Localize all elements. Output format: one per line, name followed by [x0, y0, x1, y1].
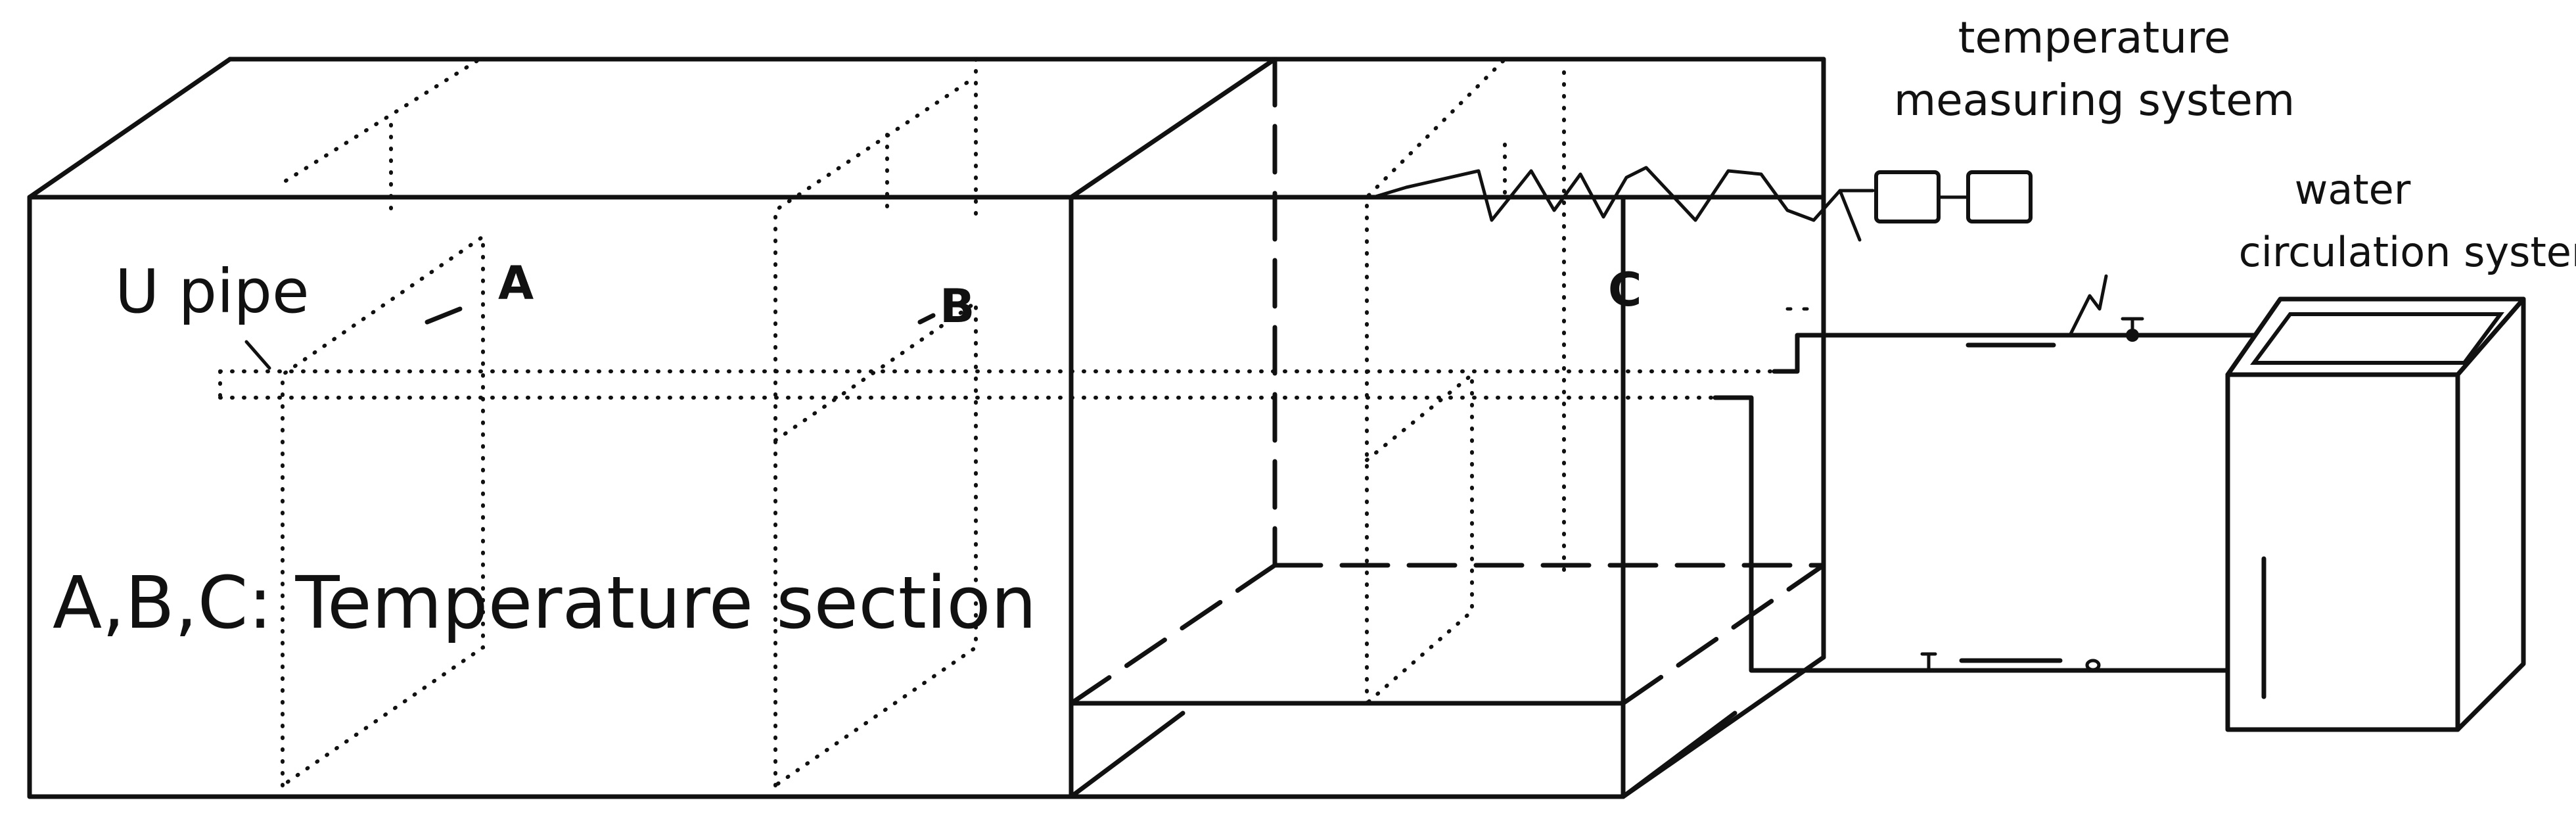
section-c-label: C	[1608, 263, 1642, 317]
thermometer-probe-icon	[2068, 274, 2108, 337]
legend-text: A,B,C: Temperature section	[53, 561, 1036, 645]
thermocouple-wire	[1371, 166, 1816, 222]
soil-box-outline	[27, 57, 1826, 799]
section-b-plane	[773, 57, 978, 787]
temperature-measuring-system	[1874, 170, 2033, 223]
water-tank	[2225, 296, 2526, 732]
section-a-pointer	[425, 306, 463, 325]
base-plate-left-edge	[1069, 711, 1185, 799]
return-valve-icon	[2085, 659, 2101, 672]
water-system-label-line2: circulation system	[2239, 228, 2576, 276]
data-logger-box-1	[1874, 170, 1941, 223]
section-b-label: B	[940, 279, 975, 333]
section-b-pointer	[917, 313, 936, 325]
right-compartment	[1069, 57, 1826, 799]
base-plate-right-edge	[1621, 711, 1737, 799]
section-a-plane	[281, 57, 485, 787]
compartment-floor-left-edge	[1069, 563, 1277, 706]
box-front-bottom-edge	[27, 195, 1826, 799]
box-divider-top-edge	[1069, 57, 1277, 200]
u-pipe-label: U pipe	[115, 256, 310, 327]
compartment-floor-right-edge	[1621, 563, 1826, 706]
section-c-outline-right	[1365, 370, 1474, 705]
section-a-outline	[281, 233, 485, 787]
section-c-plane	[1365, 57, 1626, 705]
temp-system-label-line2: measuring system	[1894, 75, 2295, 126]
data-logger-box-2	[1966, 170, 2033, 223]
thermocouple-lead-tail	[1838, 189, 1862, 242]
thermocouple-wiring	[1371, 166, 1875, 242]
section-a-label: A	[498, 256, 534, 310]
box-left-top-depth-edge	[27, 57, 233, 200]
tank-opening	[2250, 312, 2504, 365]
tank-body	[2225, 296, 2526, 732]
tank-top-right-edge	[2455, 296, 2526, 377]
section-a-top-line	[284, 57, 482, 183]
section-c-outline-left	[1365, 57, 1507, 705]
supply-pipe	[1772, 333, 2283, 374]
section-b-outline-left	[773, 77, 975, 787]
section-b-outline-right	[773, 298, 978, 787]
temp-system-label-line1: temperature	[1958, 12, 2231, 63]
water-circulation-piping	[1713, 274, 2283, 673]
u-pipe-pointer	[244, 340, 271, 370]
u-pipe	[218, 340, 1783, 400]
return-pipe	[1713, 395, 2276, 673]
water-system-label-line1: water	[2295, 166, 2411, 214]
